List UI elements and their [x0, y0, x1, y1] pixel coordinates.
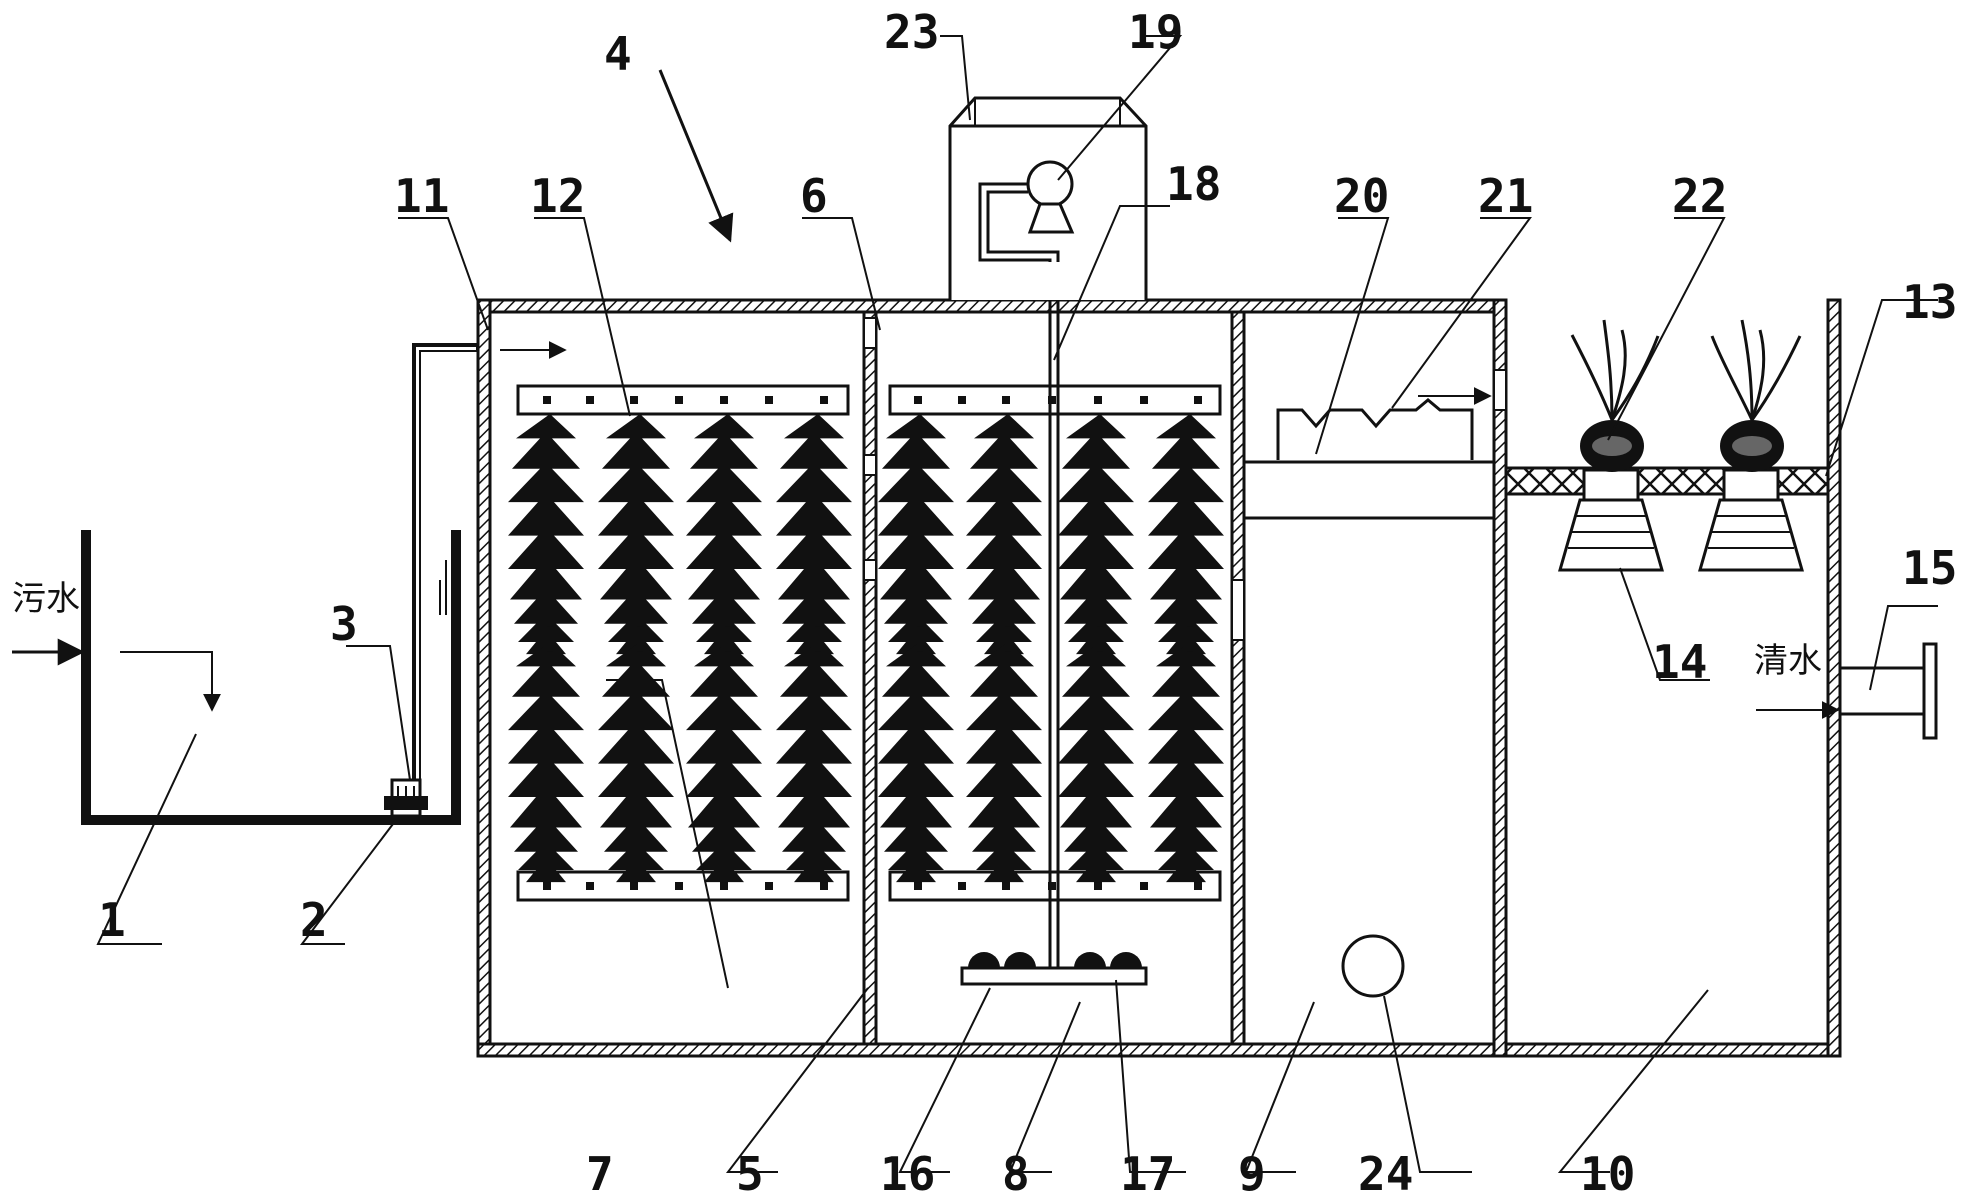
settling-tank [1244, 387, 1494, 998]
flow-arrow-pit [120, 651, 221, 712]
label-5: 5 [736, 1147, 764, 1201]
fiber-packing-tank-7 [508, 384, 852, 902]
label-4: 4 [604, 27, 632, 81]
label-14: 14 [1652, 635, 1707, 689]
label-15: 15 [1902, 541, 1957, 595]
sewage-pit [81, 530, 461, 825]
planting-basket-left [1558, 468, 1664, 572]
outlet-pipe [1838, 642, 1938, 740]
label-16: 16 [880, 1147, 935, 1201]
label-11: 11 [394, 169, 449, 223]
part-labels: 1 2 3 4 5 6 7 8 9 10 11 12 13 14 15 16 1… [98, 5, 1957, 1201]
label-9: 9 [1238, 1147, 1266, 1201]
aquatic-plant-left [1570, 319, 1660, 472]
label-23: 23 [884, 5, 939, 59]
planting-basket-right [1698, 468, 1804, 572]
label-17: 17 [1120, 1147, 1175, 1201]
fiber-packing-tank-8 [878, 384, 1224, 902]
label-3: 3 [330, 597, 358, 651]
label-8: 8 [1002, 1147, 1030, 1201]
label-2: 2 [300, 893, 328, 947]
sludge-valve [1341, 934, 1405, 998]
label-10: 10 [1580, 1147, 1635, 1201]
leader-lines [96, 35, 1938, 1173]
label-6: 6 [800, 169, 828, 223]
label-22: 22 [1672, 169, 1727, 223]
label-24: 24 [1358, 1147, 1413, 1201]
aquatic-plant-right [1710, 319, 1802, 472]
submersible-pump [384, 778, 428, 818]
aeration-pipe [1048, 262, 1060, 968]
pointer-arrow-4 [658, 69, 734, 243]
outlet-text: 清水 [1754, 641, 1822, 681]
aerator [960, 952, 1148, 986]
label-12: 12 [530, 169, 585, 223]
label-20: 20 [1334, 169, 1389, 223]
label-19: 19 [1128, 5, 1183, 59]
label-13: 13 [1902, 275, 1957, 329]
inlet-text: 污水 [12, 579, 80, 619]
label-18: 18 [1166, 157, 1221, 211]
clean-water-tank [1504, 319, 1938, 740]
label-7: 7 [586, 1147, 614, 1201]
label-21: 21 [1478, 169, 1533, 223]
weir-trough [1276, 398, 1474, 460]
blower [978, 160, 1075, 262]
label-1: 1 [98, 893, 126, 947]
